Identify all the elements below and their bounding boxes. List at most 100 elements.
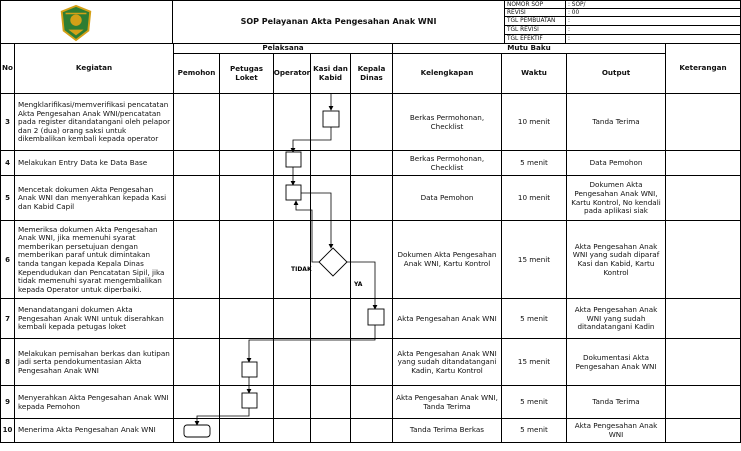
col-header-pemohon: Pemohon bbox=[173, 53, 220, 94]
row-8-petugas-loket bbox=[219, 338, 274, 387]
row-5-kepala-dinas bbox=[350, 175, 393, 222]
row-8-pemohon bbox=[173, 338, 220, 387]
row-7-kegiatan: Menandatangani dokumen Akta Pengesahan A… bbox=[14, 298, 174, 340]
row-3-kelengkapan: Berkas Permohonan, Checklist bbox=[392, 93, 502, 152]
col-header-kepala-dinas: Kepala Dinas bbox=[350, 53, 393, 94]
row-6-kepala-dinas bbox=[350, 220, 393, 300]
row-9-kegiatan: Menyerahkan Akta Pengesahan Anak WNI kep… bbox=[14, 385, 174, 420]
row-7-kasi-kabid bbox=[310, 298, 351, 340]
row-9-petugas-loket bbox=[219, 385, 274, 420]
row-3-petugas-loket bbox=[219, 93, 274, 152]
col-header-operator: Operator bbox=[273, 53, 311, 94]
row-7-waktu: 5 menit bbox=[501, 298, 567, 340]
row-4-output: Data Pemohon bbox=[566, 150, 666, 177]
row-4-kelengkapan: Berkas Permohonan, Checklist bbox=[392, 150, 502, 177]
row-5-operator bbox=[273, 175, 311, 222]
row-9-kepala-dinas bbox=[350, 385, 393, 420]
row-3-operator bbox=[273, 93, 311, 152]
row-4-petugas-loket bbox=[219, 150, 274, 177]
row-10-kasi-kabid bbox=[310, 418, 351, 443]
row-9-kelengkapan: Akta Pengesahan Anak WNI, Tanda Terima bbox=[392, 385, 502, 420]
col-header-waktu: Waktu bbox=[501, 53, 567, 94]
row-3-kegiatan: Mengklarifikasi/memverifikasi pencatatan… bbox=[14, 93, 174, 152]
col-header-kegiatan: Kegiatan bbox=[14, 43, 174, 94]
row-5-keterangan bbox=[665, 175, 741, 222]
meta-block: NOMOR SOP : SOP/ REVISI : 00 TGL PEMBUAT… bbox=[504, 0, 741, 44]
row-7-no: 7 bbox=[0, 298, 15, 340]
row-10-operator bbox=[273, 418, 311, 443]
row-3-waktu: 10 menit bbox=[501, 93, 567, 152]
col-header-kelengkapan: Kelengkapan bbox=[392, 53, 502, 94]
row-8-operator bbox=[273, 338, 311, 387]
row-10-output: Akta Pengesahan Anak WNI bbox=[566, 418, 666, 443]
row-6-petugas-loket bbox=[219, 220, 274, 300]
row-5-petugas-loket bbox=[219, 175, 274, 222]
row-8-kelengkapan: Akta Pengesahan Anak WNI yang sudah dita… bbox=[392, 338, 502, 387]
row-6-output: Akta Pengesahan Anak WNI yang sudah dipa… bbox=[566, 220, 666, 300]
row-7-pemohon bbox=[173, 298, 220, 340]
row-6-kasi-kabid bbox=[310, 220, 351, 300]
row-10-keterangan bbox=[665, 418, 741, 443]
row-10-no: 10 bbox=[0, 418, 15, 443]
row-9-kasi-kabid bbox=[310, 385, 351, 420]
row-7-operator bbox=[273, 298, 311, 340]
row-9-output: Tanda Terima bbox=[566, 385, 666, 420]
row-8-kepala-dinas bbox=[350, 338, 393, 387]
row-7-kelengkapan: Akta Pengesahan Anak WNI bbox=[392, 298, 502, 340]
row-4-keterangan bbox=[665, 150, 741, 177]
col-header-keterangan: Keterangan bbox=[665, 43, 741, 94]
regency-emblem-icon bbox=[60, 4, 92, 42]
row-4-kegiatan: Melakukan Entry Data ke Data Base bbox=[14, 150, 174, 177]
col-header-petugas-loket: Petugas Loket bbox=[219, 53, 274, 94]
row-3-no: 3 bbox=[0, 93, 15, 152]
row-5-kegiatan: Mencetak dokumen Akta Pengesahan Anak WN… bbox=[14, 175, 174, 222]
row-8-kasi-kabid bbox=[310, 338, 351, 387]
row-7-petugas-loket bbox=[219, 298, 274, 340]
row-7-output: Akta Pengesahan Anak WNI yang sudah dita… bbox=[566, 298, 666, 340]
row-6-keterangan bbox=[665, 220, 741, 300]
row-5-kelengkapan: Data Pemohon bbox=[392, 175, 502, 222]
row-8-waktu: 15 menit bbox=[501, 338, 567, 387]
row-6-no: 6 bbox=[0, 220, 15, 300]
row-10-kegiatan: Menerima Akta Pengesahan Anak WNI bbox=[14, 418, 174, 443]
logo-cell bbox=[0, 0, 173, 44]
row-4-operator bbox=[273, 150, 311, 177]
row-3-kasi-kabid bbox=[310, 93, 351, 152]
row-5-waktu: 10 menit bbox=[501, 175, 567, 222]
row-5-pemohon bbox=[173, 175, 220, 222]
row-6-kegiatan: Memeriksa dokumen Akta Pengesahan Anak W… bbox=[14, 220, 174, 300]
row-5-output: Dokumen Akta Pengesahan Anak WNI, Kartu … bbox=[566, 175, 666, 222]
row-10-waktu: 5 menit bbox=[501, 418, 567, 443]
row-5-kasi-kabid bbox=[310, 175, 351, 222]
row-10-kepala-dinas bbox=[350, 418, 393, 443]
row-6-kelengkapan: Dokumen Akta Pengesahan Anak WNI, Kartu … bbox=[392, 220, 502, 300]
row-10-petugas-loket bbox=[219, 418, 274, 443]
row-4-no: 4 bbox=[0, 150, 15, 177]
row-9-operator bbox=[273, 385, 311, 420]
row-10-pemohon bbox=[173, 418, 220, 443]
row-9-no: 9 bbox=[0, 385, 15, 420]
row-3-keterangan bbox=[665, 93, 741, 152]
col-header-kasi-kabid: Kasi dan Kabid bbox=[310, 53, 351, 94]
row-4-pemohon bbox=[173, 150, 220, 177]
row-6-operator bbox=[273, 220, 311, 300]
row-4-waktu: 5 menit bbox=[501, 150, 567, 177]
row-6-pemohon bbox=[173, 220, 220, 300]
row-8-output: Dokumentasi Akta Pengesahan Anak WNI bbox=[566, 338, 666, 387]
row-9-pemohon bbox=[173, 385, 220, 420]
row-4-kasi-kabid bbox=[310, 150, 351, 177]
row-3-output: Tanda Terima bbox=[566, 93, 666, 152]
row-10-kelengkapan: Tanda Terima Berkas bbox=[392, 418, 502, 443]
row-3-kepala-dinas bbox=[350, 93, 393, 152]
document-title: SOP Pelayanan Akta Pengesahan Anak WNI bbox=[172, 0, 505, 44]
row-8-no: 8 bbox=[0, 338, 15, 387]
row-7-keterangan bbox=[665, 298, 741, 340]
row-8-kegiatan: Melakukan pemisahan berkas dan kutipan j… bbox=[14, 338, 174, 387]
row-6-waktu: 15 menit bbox=[501, 220, 567, 300]
row-8-keterangan bbox=[665, 338, 741, 387]
col-header-output: Output bbox=[566, 53, 666, 94]
row-7-kepala-dinas bbox=[350, 298, 393, 340]
col-header-no: No bbox=[0, 43, 15, 94]
row-9-keterangan bbox=[665, 385, 741, 420]
